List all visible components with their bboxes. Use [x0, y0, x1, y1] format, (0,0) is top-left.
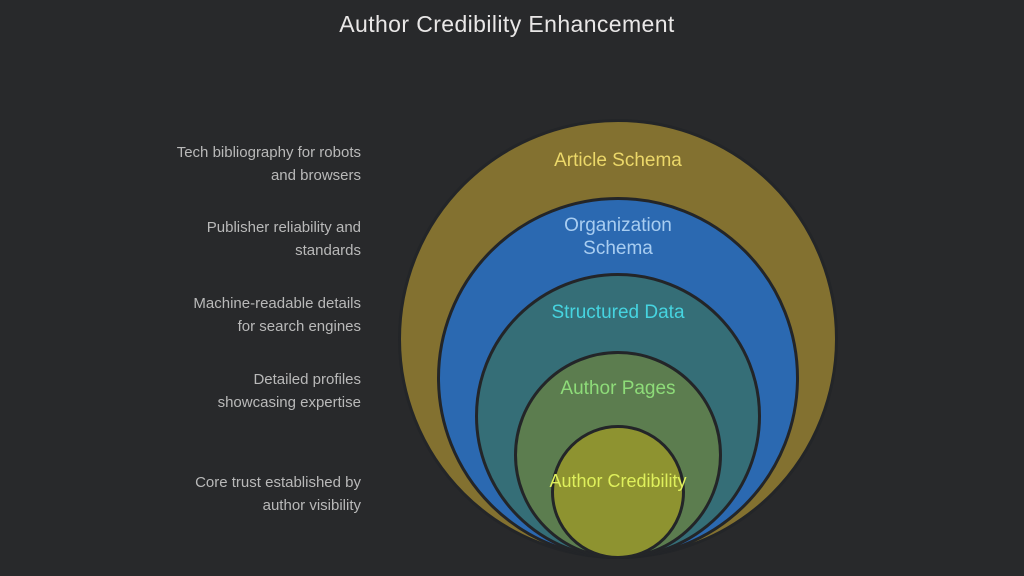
layer-description-structured-data: Machine-readable details for search engi… [193, 295, 361, 335]
layer-description-article-schema: Tech bibliography for robots and browser… [176, 144, 361, 184]
layer-label-article-schema: Article Schema [554, 150, 682, 171]
layer-label-organization-schema: Organization Schema [564, 215, 672, 259]
page-title: Author Credibility Enhancement [339, 11, 675, 37]
layer-description-author-pages: Detailed profiles showcasing expertise [217, 371, 361, 411]
layer-description-organization-schema: Publisher reliability and standards [206, 219, 361, 259]
layer-label-author-credibility: Author Credibility [549, 471, 687, 491]
venn-layer-author-credibility [551, 425, 685, 559]
layer-description-author-credibility: Core trust established by author visibil… [195, 474, 361, 514]
layer-label-structured-data: Structured Data [551, 302, 685, 323]
layer-label-author-pages: Author Pages [560, 378, 676, 399]
